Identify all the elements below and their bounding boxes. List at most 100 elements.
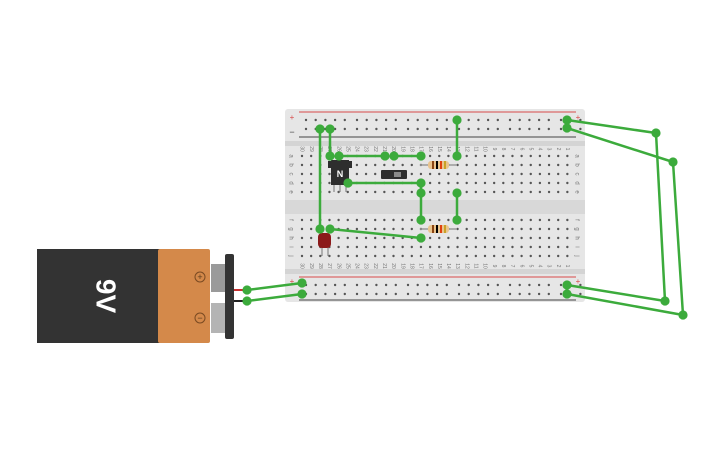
breadboard-hole[interactable] <box>483 236 487 240</box>
led[interactable] <box>318 233 331 256</box>
wire-endpoint[interactable] <box>325 151 335 161</box>
breadboard-hole[interactable] <box>529 163 532 167</box>
breadboard-hole[interactable] <box>492 154 496 158</box>
rail-hole[interactable] <box>528 127 531 131</box>
breadboard-hole[interactable] <box>300 236 304 240</box>
breadboard-hole[interactable] <box>447 181 450 185</box>
breadboard-hole[interactable] <box>502 163 505 167</box>
breadboard-hole[interactable] <box>383 218 386 222</box>
breadboard-hole[interactable] <box>566 181 569 185</box>
rail-hole[interactable] <box>518 283 521 287</box>
rail-hole[interactable] <box>426 283 429 287</box>
wire-endpoint[interactable] <box>325 124 335 134</box>
breadboard-hole[interactable] <box>474 172 478 176</box>
rail-hole[interactable] <box>518 292 521 296</box>
breadboard-hole[interactable] <box>529 181 532 185</box>
rail-hole[interactable] <box>496 292 499 296</box>
breadboard-hole[interactable] <box>483 218 487 222</box>
breadboard-hole[interactable] <box>447 236 450 240</box>
rail-hole[interactable] <box>559 118 563 122</box>
rail-hole[interactable] <box>579 127 582 131</box>
breadboard-hole[interactable] <box>319 254 322 258</box>
breadboard-hole[interactable] <box>557 245 560 249</box>
breadboard-hole[interactable] <box>337 254 340 258</box>
breadboard-hole[interactable] <box>428 254 432 258</box>
wire-endpoint[interactable] <box>668 157 678 167</box>
breadboard-hole[interactable] <box>538 163 542 167</box>
rail-hole[interactable] <box>384 292 388 296</box>
wire-right-loop-inner[interactable] <box>565 126 685 317</box>
breadboard-hole[interactable] <box>392 236 395 240</box>
rail-hole[interactable] <box>394 127 397 131</box>
breadboard-hole[interactable] <box>337 245 340 249</box>
breadboard-hole[interactable] <box>456 245 459 249</box>
breadboard-hole[interactable] <box>410 163 413 167</box>
rail-hole[interactable] <box>486 127 490 131</box>
breadboard-hole[interactable] <box>364 218 368 222</box>
breadboard-hole[interactable] <box>474 163 478 167</box>
breadboard-hole[interactable] <box>456 172 459 176</box>
breadboard-hole[interactable] <box>557 154 560 158</box>
rail-hole[interactable] <box>394 283 397 287</box>
breadboard-hole[interactable] <box>465 190 468 194</box>
breadboard-hole[interactable] <box>529 254 532 258</box>
breadboard-hole[interactable] <box>483 181 487 185</box>
breadboard-hole[interactable] <box>566 154 569 158</box>
breadboard-hole[interactable] <box>300 163 304 167</box>
rail-hole[interactable] <box>537 118 541 122</box>
rail-hole[interactable] <box>559 127 563 131</box>
breadboard-hole[interactable] <box>538 245 542 249</box>
breadboard-hole[interactable] <box>328 181 331 185</box>
breadboard-hole[interactable] <box>502 245 505 249</box>
breadboard-hole[interactable] <box>309 163 313 167</box>
rail-hole[interactable] <box>343 292 346 296</box>
breadboard-hole[interactable] <box>520 227 523 231</box>
wire-endpoint[interactable] <box>416 233 426 243</box>
rail-hole[interactable] <box>445 127 448 131</box>
rail-hole[interactable] <box>579 118 582 122</box>
breadboard-hole[interactable] <box>438 245 441 249</box>
wire-endpoint[interactable] <box>315 224 325 234</box>
breadboard-hole[interactable] <box>300 254 304 258</box>
breadboard-hole[interactable] <box>538 227 542 231</box>
breadboard-hole[interactable] <box>383 236 386 240</box>
rail-hole[interactable] <box>518 127 521 131</box>
breadboard-hole[interactable] <box>547 236 551 240</box>
rail-hole[interactable] <box>406 292 410 296</box>
breadboard-hole[interactable] <box>520 181 523 185</box>
breadboard-hole[interactable] <box>492 190 496 194</box>
rail-hole[interactable] <box>365 127 368 131</box>
rail-hole[interactable] <box>365 283 368 287</box>
breadboard-hole[interactable] <box>492 245 496 249</box>
breadboard-hole[interactable] <box>374 218 377 222</box>
rail-hole[interactable] <box>477 118 480 122</box>
breadboard-hole[interactable] <box>300 218 304 222</box>
breadboard-hole[interactable] <box>502 227 505 231</box>
breadboard-hole[interactable] <box>447 245 450 249</box>
breadboard-hole[interactable] <box>410 245 413 249</box>
wire-endpoint[interactable] <box>562 123 572 133</box>
breadboard-hole[interactable] <box>355 245 359 249</box>
wires[interactable] <box>245 118 685 317</box>
breadboard-hole[interactable] <box>410 254 413 258</box>
breadboard-hole[interactable] <box>401 218 404 222</box>
wire-endpoint[interactable] <box>416 178 426 188</box>
breadboard-hole[interactable] <box>374 254 377 258</box>
rail-hole[interactable] <box>426 292 429 296</box>
breadboard-hole[interactable] <box>428 154 432 158</box>
breadboard-hole[interactable] <box>520 218 523 222</box>
breadboard-hole[interactable] <box>511 172 514 176</box>
breadboard-hole[interactable] <box>502 218 505 222</box>
rail-hole[interactable] <box>445 292 448 296</box>
wire-endpoint[interactable] <box>562 115 572 125</box>
breadboard-hole[interactable] <box>410 172 413 176</box>
breadboard-hole[interactable] <box>355 190 359 194</box>
breadboard-hole[interactable] <box>511 245 514 249</box>
wire-endpoint[interactable] <box>452 215 462 225</box>
breadboard-hole[interactable] <box>483 190 487 194</box>
breadboard-hole[interactable] <box>364 254 368 258</box>
rail-hole[interactable] <box>365 118 368 122</box>
wire-endpoint[interactable] <box>380 151 390 161</box>
rail-hole[interactable] <box>508 127 512 131</box>
rail-hole[interactable] <box>355 127 359 131</box>
